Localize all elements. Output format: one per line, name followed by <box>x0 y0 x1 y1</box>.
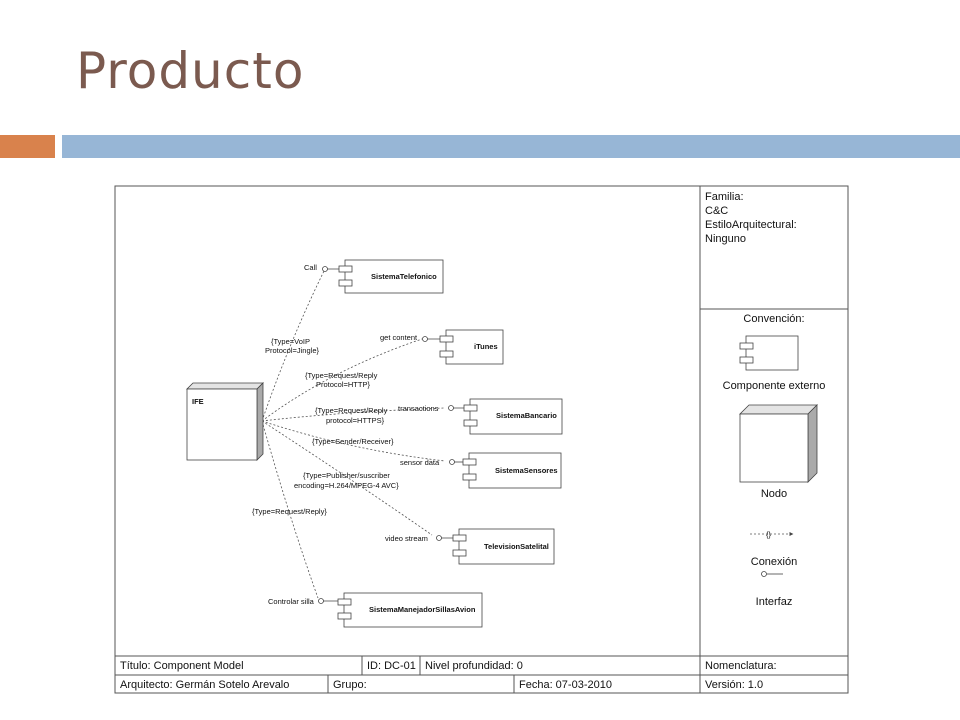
legend-interfaz-label: Interfaz <box>756 596 793 608</box>
connector-annotations: {Type=VoIP Protocol=Jingle} {Type=Reques… <box>252 337 399 516</box>
component-satelital-name: TelevisionSatelital <box>484 542 549 551</box>
component-sistema-telefonico: SistemaTelefonico Call <box>304 259 444 294</box>
component-itunes: iTunes get content <box>380 329 504 365</box>
convencion-title: Convención: <box>743 313 804 325</box>
connector-satelital <box>261 420 433 536</box>
component-television-satelital: TelevisionSatelital video stream <box>385 528 555 565</box>
annotation-pubsub-line2: encoding=H.264/MPEG-4 AVC} <box>294 481 399 490</box>
footer-nomenclatura: Nomenclatura: <box>705 660 777 672</box>
annotation-sender: {Type=Sender/Receiver} <box>312 437 394 446</box>
interface-get-content-label: get content <box>380 333 418 342</box>
connector-sensores <box>261 420 446 462</box>
slide-title: Producto <box>76 42 305 100</box>
annotation-http-line1: {Type=Request/Reply <box>305 371 378 380</box>
annotation-https-line2: protocol=HTTPS} <box>326 416 385 425</box>
node-ife: IFE <box>186 382 264 461</box>
sidebar-convencion: Convención: Componente externo Nodo {} C… <box>723 313 826 608</box>
footer-id: ID: DC-01 <box>367 660 416 672</box>
connector-bancario <box>261 407 445 422</box>
legend-node-icon <box>739 404 818 483</box>
legend-nodo-label: Nodo <box>761 488 787 500</box>
component-telefonico-name: SistemaTelefonico <box>371 272 437 281</box>
familia-line-3: EstiloArquitectural: <box>705 219 797 231</box>
node-ife-label: IFE <box>192 397 204 406</box>
accent-bar-orange <box>0 135 55 158</box>
connector-itunes <box>261 338 423 422</box>
annotation-reqreply: {Type=Request/Reply} <box>252 507 327 516</box>
footer-fecha: Fecha: 07-03-2010 <box>519 679 612 691</box>
legend-component-icon <box>739 335 799 371</box>
annotation-pubsub-line1: {Type=Publisher/suscriber <box>303 471 390 480</box>
component-itunes-name: iTunes <box>474 342 498 351</box>
legend-interface-icon <box>761 571 783 577</box>
component-sistema-sensores: SistemaSensores sensor data <box>400 452 562 489</box>
accent-bar-blue <box>62 135 960 158</box>
annotation-voip-line1: {Type=VoIP <box>271 337 310 346</box>
footer-nivel: Nivel profundidad: 0 <box>425 660 523 672</box>
interface-transactions-label: transactions <box>398 404 439 413</box>
footer-table: Título: Component Model ID: DC-01 Nivel … <box>120 660 777 691</box>
sidebar-familia: Familia: C&C EstiloArquitectural: Ningun… <box>705 191 797 245</box>
component-sistema-manejador-sillas: SistemaManejadorSillasAvion Controlar si… <box>268 592 483 628</box>
footer-arquitecto: Arquitecto: Germán Sotelo Arevalo <box>120 679 289 691</box>
component-sensores-name: SistemaSensores <box>495 466 558 475</box>
footer-titulo: Título: Component Model <box>120 660 244 672</box>
legend-conexion-label: Conexión <box>751 556 797 568</box>
familia-line-4: Ninguno <box>705 233 746 245</box>
interface-video-stream-label: video stream <box>385 534 428 543</box>
annotation-http-line2: Protocol=HTTP} <box>316 380 370 389</box>
connectors <box>261 268 446 599</box>
component-sillas-name: SistemaManejadorSillasAvion <box>369 605 476 614</box>
familia-line-1: Familia: <box>705 191 744 203</box>
component-bancario-name: SistemaBancario <box>496 411 557 420</box>
familia-line-2: C&C <box>705 205 728 217</box>
interface-controlar-silla-label: Controlar silla <box>268 597 315 606</box>
legend-connector-symbol: {} <box>766 530 772 539</box>
interface-call-label: Call <box>304 263 317 272</box>
legend-connector-icon: {} <box>750 530 794 539</box>
diagram-frame <box>114 185 849 694</box>
footer-version: Versión: 1.0 <box>705 679 763 691</box>
connector-sillas <box>261 420 319 599</box>
footer-grupo: Grupo: <box>333 679 367 691</box>
interface-sensor-data-label: sensor data <box>400 458 440 467</box>
legend-componente-label: Componente externo <box>723 380 826 392</box>
component-sistema-bancario: SistemaBancario transactions <box>398 398 563 435</box>
annotation-voip-line2: Protocol=Jingle} <box>265 346 319 355</box>
annotation-https-line1: {Type=Request/Reply <box>315 406 388 415</box>
